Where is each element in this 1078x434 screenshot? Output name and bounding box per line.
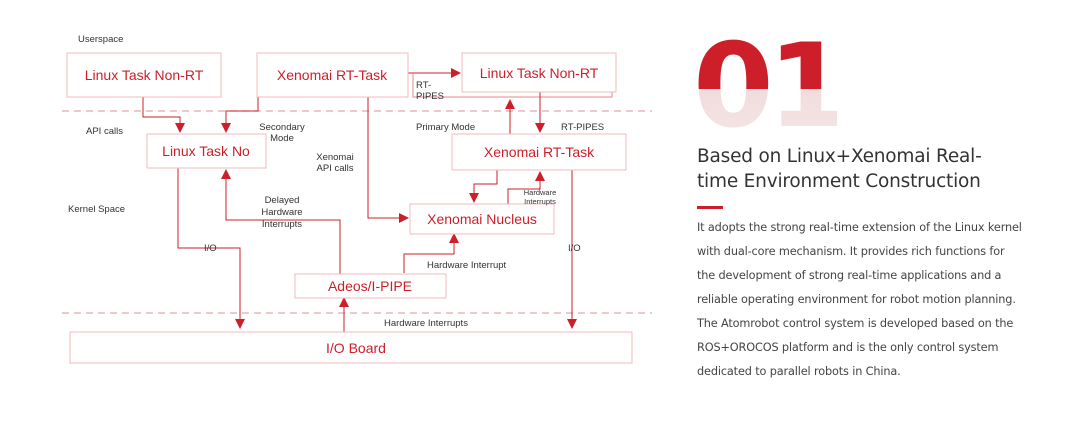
accent-bar xyxy=(697,206,723,209)
body-line: the development of strong real-time appl… xyxy=(697,269,1002,282)
section-body: It adopts the strong real-time extension… xyxy=(697,216,1042,384)
xenomai-api-label-2: API calls xyxy=(317,163,354,174)
box-xenomai-nucleus: Xenomai Nucleus xyxy=(409,203,555,235)
kernel-space-label: Kernel Space xyxy=(68,204,125,215)
rt-pipes-top-label-2: PIPES xyxy=(416,91,444,102)
section-number: 01 xyxy=(697,36,837,132)
box-xenomai-rt-task-2: Xenomai RT-Task xyxy=(451,133,627,171)
io-left-label: I/O xyxy=(204,243,217,254)
delayed-interrupts-label-2: Hardware xyxy=(261,207,302,218)
section-heading: Based on Linux+Xenomai Real- time Enviro… xyxy=(697,144,1042,194)
xenomai-api-label: Xenomai xyxy=(316,152,354,163)
svg-text:Xenomai RT-Task: Xenomai RT-Task xyxy=(277,67,388,83)
box-adeos-ipipe: Adeos/I-PIPE xyxy=(294,273,447,299)
body-line: with dual-core mechanism. It provides ri… xyxy=(697,245,1005,258)
rt-pipes-top-label: RT- xyxy=(416,80,431,91)
svg-text:Xenomai RT-Task: Xenomai RT-Task xyxy=(484,144,595,160)
hw-interrupts-small-label: Hardware xyxy=(524,188,557,197)
svg-text:Linux Task Non-RT: Linux Task Non-RT xyxy=(85,67,204,83)
hardware-interrupt-label: Hardware Interrupt xyxy=(427,260,507,271)
heading-line-1: Based on Linux+Xenomai Real- xyxy=(697,146,982,167)
architecture-diagram: Userspace API calls Kernel Space xyxy=(62,34,652,364)
rt-pipes-right-label: RT-PIPES xyxy=(561,122,604,133)
hw-interrupts-small-label-2: Interrupts xyxy=(524,197,556,206)
box-xenomai-rt-task-1: Xenomai RT-Task xyxy=(256,52,409,98)
body-line: The Atomrobot control system is develope… xyxy=(697,317,1014,330)
body-line: dedicated to parallel robots in China. xyxy=(697,365,901,378)
box-linux-task-nonrt-2: Linux Task Non-RT xyxy=(461,52,617,93)
svg-text:Adeos/I-PIPE: Adeos/I-PIPE xyxy=(328,278,412,294)
body-line: It adopts the strong real-time extension… xyxy=(697,221,1022,234)
heading-line-2: time Environment Construction xyxy=(697,171,981,192)
body-line: reliable operating environment for robot… xyxy=(697,293,1016,306)
hardware-interrupts-bottom-label: Hardware Interrupts xyxy=(384,318,468,329)
box-linux-task-nonrt-1: Linux Task Non-RT xyxy=(66,52,222,98)
delayed-interrupts-label-3: Interrupts xyxy=(262,219,302,230)
section-number-text: 01 xyxy=(697,36,837,132)
io-right-label: I/O xyxy=(568,243,581,254)
box-io-board: I/O Board xyxy=(69,331,633,364)
description-panel: 01 Based on Linux+Xenomai Real- time Env… xyxy=(697,36,1042,384)
api-calls-label: API calls xyxy=(86,126,123,137)
primary-mode-label: Primary Mode xyxy=(416,122,475,133)
svg-text:Xenomai Nucleus: Xenomai Nucleus xyxy=(427,211,537,227)
secondary-mode-label: Secondary xyxy=(259,122,305,133)
delayed-interrupts-label: Delayed xyxy=(265,195,300,206)
userspace-label: Userspace xyxy=(78,34,123,45)
box-linux-task-no: Linux Task No xyxy=(146,133,267,169)
svg-text:I/O Board: I/O Board xyxy=(326,340,386,356)
svg-text:Linux Task Non-RT: Linux Task Non-RT xyxy=(480,65,599,81)
secondary-mode-label-2: Mode xyxy=(270,133,294,144)
body-line: ROS+OROCOS platform and is the only cont… xyxy=(697,341,999,354)
svg-text:Linux Task No: Linux Task No xyxy=(162,143,250,159)
